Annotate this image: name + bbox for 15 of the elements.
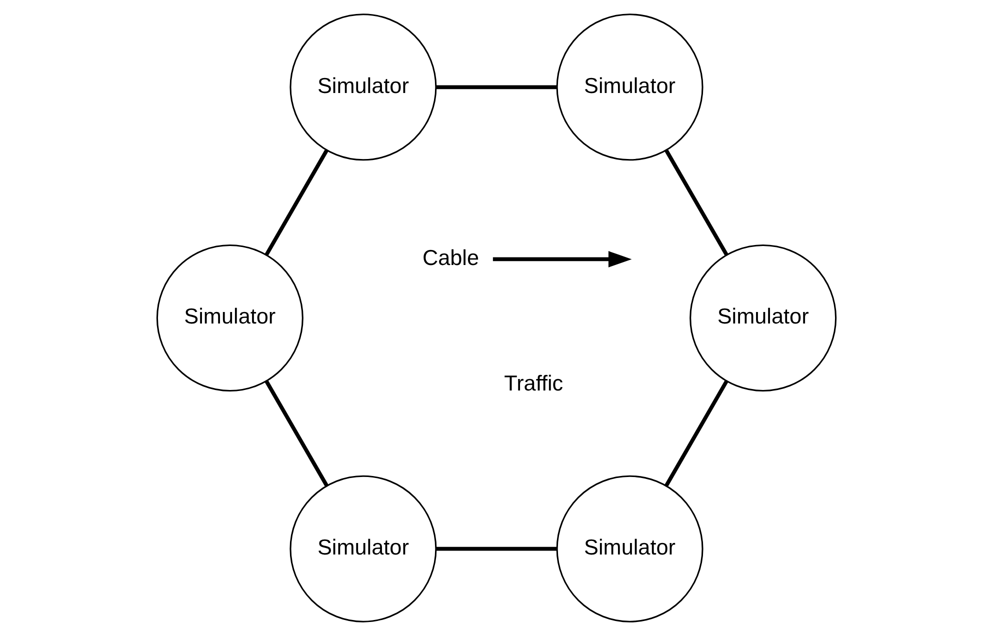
- connector: [436, 85, 558, 90]
- node-circle: Simulator: [290, 14, 437, 161]
- node-circle: Simulator: [690, 244, 837, 392]
- connector: [264, 380, 328, 487]
- node-circle: Simulator: [556, 475, 704, 622]
- connector: [264, 149, 329, 256]
- node-circle: Simulator: [290, 475, 437, 622]
- connector: [664, 149, 728, 256]
- connector: [436, 546, 557, 551]
- connector: [664, 380, 728, 487]
- arrow: [492, 251, 632, 268]
- node-circle: Simulator: [156, 244, 304, 392]
- node-text: Cable: [422, 244, 480, 270]
- label: Traffic: [504, 370, 564, 396]
- node-circle: Simulator: [556, 14, 704, 161]
